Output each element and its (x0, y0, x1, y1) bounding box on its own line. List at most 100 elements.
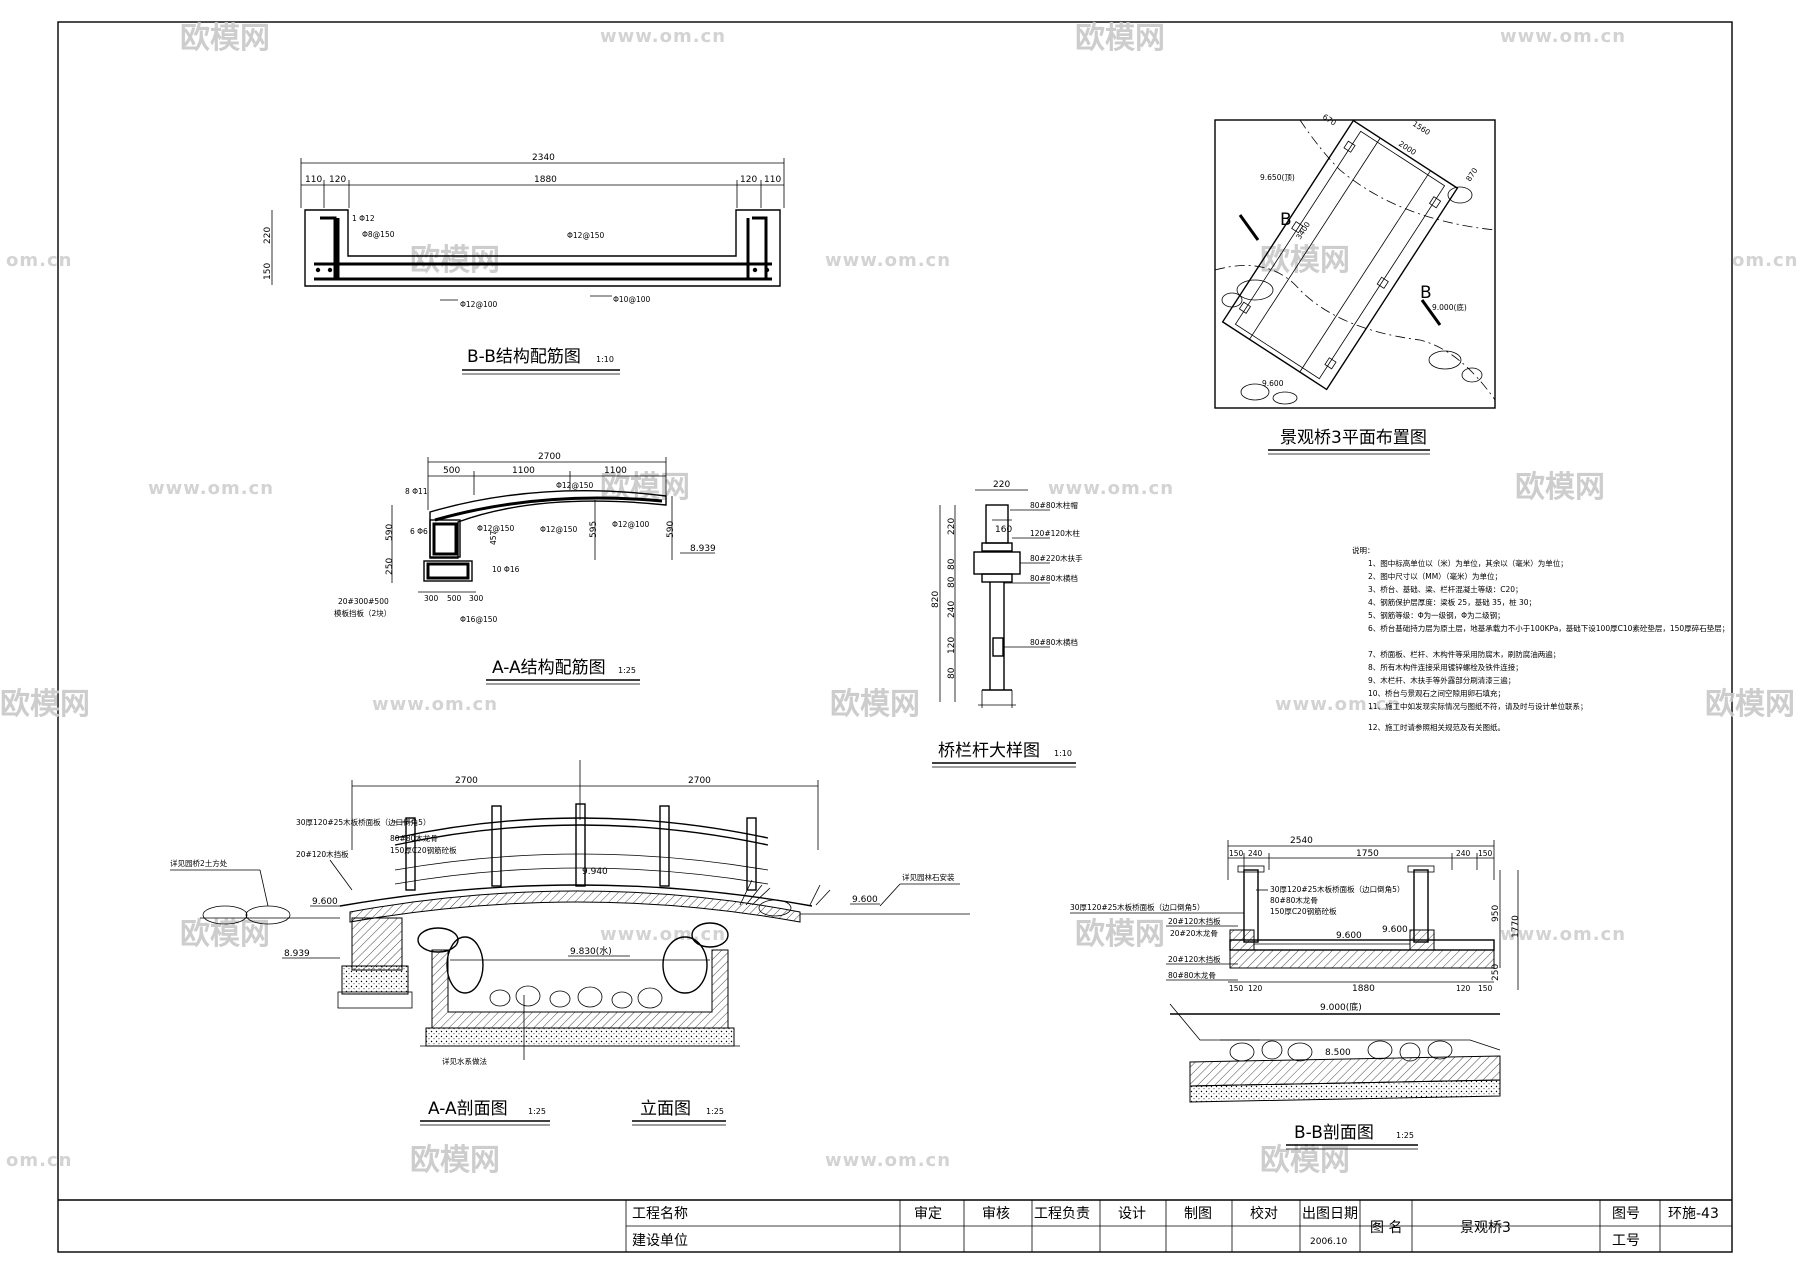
dim-label: 1100 (604, 466, 627, 476)
sheet-border (57, 21, 1733, 1253)
drawing-no: 环施-43 (1668, 1206, 1719, 1222)
section-label: 20#120木挡板 (1168, 954, 1221, 964)
role-label: 审定 (914, 1206, 942, 1222)
rebar-label: Φ12@150 (567, 231, 604, 240)
watermark-brand: 欧模网 (1075, 21, 1165, 56)
rebar-label: 8 Φ11 (405, 487, 428, 496)
drawing-no-label: 图号 (1612, 1206, 1640, 1222)
section-label: 30厚120#25木板桥面板（边口倒角5） (296, 817, 430, 827)
drawing-title: A-A剖面图 (428, 1099, 508, 1119)
watermark-brand: 欧模网 (830, 687, 920, 722)
section-label: 详见水系做法 (442, 1056, 487, 1066)
dim-label: 220 (263, 227, 273, 244)
watermark-url: www.om.cn (1275, 694, 1401, 715)
watermark-url: www.om.cn (600, 26, 726, 47)
section-mark: B (1280, 210, 1292, 230)
role-label: 设计 (1118, 1206, 1146, 1222)
rebar-label: 1 Φ12 (352, 214, 375, 223)
railing-label: 80#80木横档 (1030, 573, 1078, 583)
rebar-label: Φ16@150 (460, 615, 497, 624)
note-item: 7、桥面板、栏杆、木构件等采用防腐木，刷防腐油两遍； (1368, 649, 1560, 659)
dim-label: 150 (1478, 849, 1493, 858)
section-label: 20#120木挡板 (296, 849, 349, 859)
stone-outlines (1221, 186, 1483, 405)
aa-section-drawing: 2700 2700 (170, 760, 970, 1126)
dim-label: 240 (1248, 849, 1263, 858)
bb-rebar-drawing: 2340 110 120 1880 120 110 220 150 1 Φ12 … (263, 153, 785, 375)
note-item: 6、桥台基础持力层为原土层，地基承载力不小于100KPa，基础下设100厚C10… (1368, 623, 1729, 633)
dim-label: 2700 (688, 776, 711, 786)
watermark-url: www.om.cn (825, 1150, 951, 1171)
plan-label: 1560 (1411, 119, 1432, 137)
section-label: 150厚C20钢筋砼板 (1270, 906, 1337, 916)
watermark-url-partial: om.cn (6, 1150, 72, 1171)
drawing-title: 立面图 (640, 1099, 691, 1119)
watermark-url: www.om.cn (372, 694, 498, 715)
dim-label: 240 (947, 601, 957, 618)
drawing-name-label: 图 名 (1370, 1220, 1402, 1236)
level-label: 9.830(水) (570, 945, 612, 957)
plan-drawing: B B 670 1560 2000 870 9.650(顶) 3400 9.00… (1214, 112, 1496, 455)
note-item: 3、桥台、基础、梁、栏杆混凝土等级：C20； (1368, 584, 1523, 594)
dim-label: 590 (666, 521, 676, 538)
drawing-name: 景观桥3 (1460, 1220, 1511, 1236)
level-label: 8.939 (690, 544, 716, 554)
watermark-url-partial: om.cn (6, 250, 72, 271)
drawing-scale: 1:25 (528, 1107, 546, 1116)
rebar-label: 6 Φ6 (410, 527, 428, 536)
note-item: 11、施工中如发现实际情况与图纸不符，请及时与设计单位联系； (1368, 701, 1588, 711)
drawing-title: A-A结构配筋图 (492, 658, 606, 678)
plan-label: 2000 (1397, 139, 1418, 157)
level-label: 9.940 (582, 867, 608, 877)
plan-label: 3400 (1294, 220, 1312, 241)
drawing-scale: 1:25 (706, 1107, 724, 1116)
railing-label: 80#80木横档 (1030, 637, 1078, 647)
role-label: 审核 (982, 1206, 1010, 1222)
section-label: 详见园桥2土方处 (170, 858, 228, 868)
rebar-label: Φ12@150 (556, 481, 593, 490)
level-label: 8.500 (1325, 1048, 1351, 1058)
dim-label: 150 (1229, 984, 1244, 993)
dim-label: 110 (305, 175, 322, 185)
plan-label: 870 (1464, 166, 1479, 183)
note-item: 10、桥台与景观石之间空隙用卵石填充； (1368, 688, 1505, 698)
dim-label: 220 (993, 480, 1010, 490)
watermark-brand: 欧模网 (1260, 1143, 1350, 1178)
stone-outlines (202, 899, 792, 1009)
note-item: 5、钢筋等级：Φ为一级钢，Φ为二级钢； (1368, 610, 1505, 620)
railing-label: 80#220木扶手 (1030, 553, 1083, 563)
role-label: 校对 (1250, 1205, 1278, 1222)
dim-label: 120 (1248, 984, 1263, 993)
dim-label: 120 (740, 175, 757, 185)
drawing-title: 桥栏杆大样图 (938, 741, 1040, 761)
dim-label: 120 (329, 175, 346, 185)
dim-label: 1770 (1511, 915, 1521, 938)
section-label: 详见园林石安装 (902, 872, 955, 882)
plan-label: 9.000(底) (1432, 302, 1467, 312)
dim-label: 2700 (455, 776, 478, 786)
watermark-url: www.om.cn (600, 924, 726, 945)
section-mark: B (1420, 283, 1432, 303)
role-label: 制图 (1184, 1206, 1212, 1222)
watermark-url: www.om.cn (148, 478, 274, 499)
drawing-scale: 1:10 (1054, 749, 1072, 758)
role-label: 工程负责 (1034, 1206, 1090, 1222)
note-item: 1、图中标高单位以（米）为单位，其余以（毫米）为单位； (1368, 558, 1568, 568)
section-label: 80#80木龙骨 (1270, 895, 1318, 905)
project-name-label: 工程名称 (632, 1206, 688, 1222)
issue-date: 2006.10 (1310, 1237, 1347, 1247)
railing-posts (405, 803, 757, 891)
note-item: 8、所有木构件连接采用镀锌螺栓及铁件连接； (1368, 662, 1523, 672)
rebar-label: Φ12@150 (540, 525, 577, 534)
dim-label: 2340 (532, 153, 555, 163)
aa-rebar-drawing: 2700 500 1100 1100 590 250 595 590 8.939… (334, 452, 716, 685)
dim-label: 2700 (538, 452, 561, 462)
watermark-url: www.om.cn (1500, 26, 1626, 47)
watermark-url: www.om.cn (1048, 478, 1174, 499)
issue-date-label: 出图日期 (1302, 1206, 1358, 1222)
level-label: 9.600 (852, 895, 878, 905)
dim-label: 150 (1478, 984, 1493, 993)
dim-label: 500 (447, 594, 462, 603)
plan-label: 9.600 (1262, 379, 1284, 388)
